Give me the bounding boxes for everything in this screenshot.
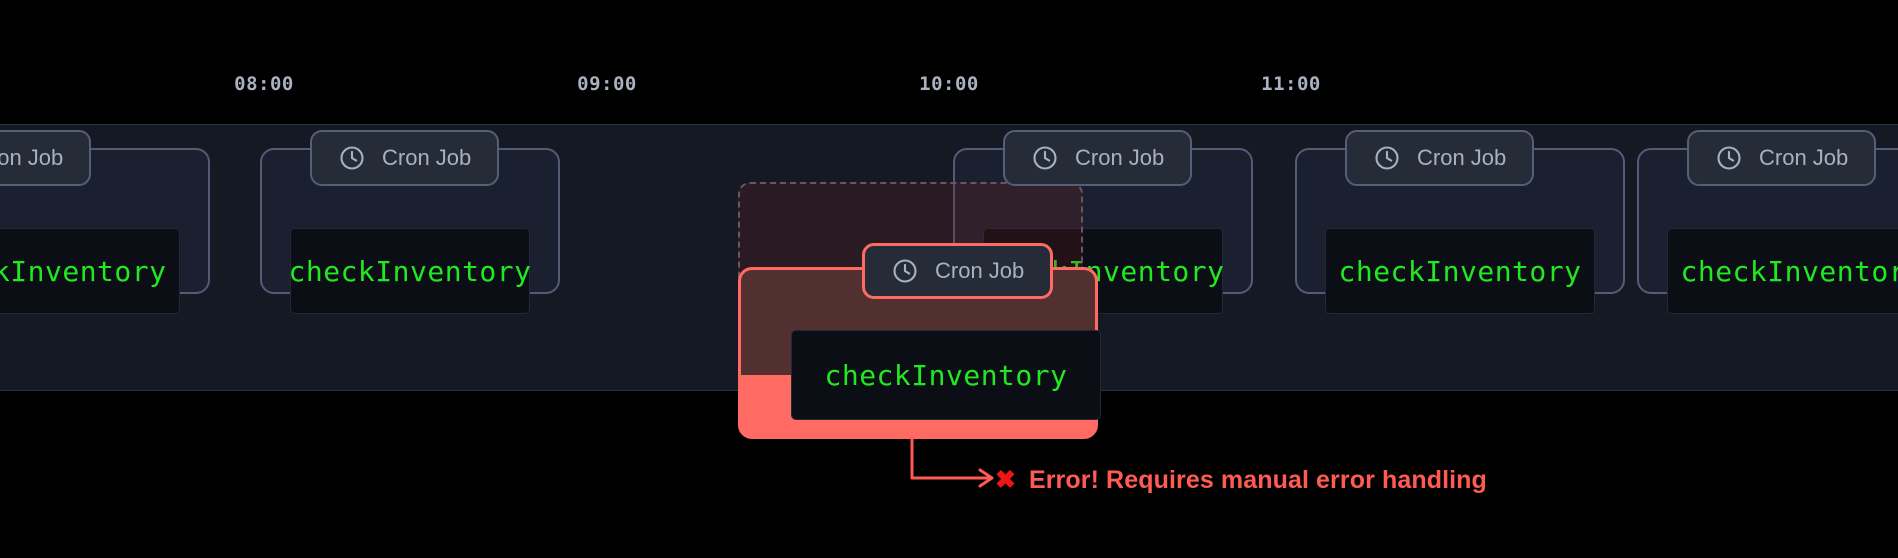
time-tick-1000: 10:00 bbox=[919, 73, 979, 95]
cron-job-badge-label: Cron Job bbox=[1417, 145, 1507, 170]
function-code-box: checkInventory bbox=[1325, 228, 1595, 314]
cron-job-badge[interactable]: Cron Job bbox=[1687, 130, 1877, 186]
cron-job-badge-label: Cron Job bbox=[1759, 145, 1849, 170]
cron-job-badge[interactable]: Cron Job bbox=[862, 243, 1054, 299]
function-code-box: checkInventory bbox=[791, 330, 1101, 420]
error-x-icon: ✖ bbox=[995, 466, 1016, 494]
cron-job-badge[interactable]: Cron Job bbox=[1003, 130, 1193, 186]
time-tick-0900: 09:00 bbox=[577, 73, 637, 95]
clock-icon bbox=[338, 144, 366, 172]
cron-job-badge-label: Cron Job bbox=[0, 145, 64, 170]
clock-icon bbox=[1715, 144, 1743, 172]
cron-job-badge-label: Cron Job bbox=[1075, 145, 1165, 170]
function-name: checkInventory bbox=[824, 358, 1068, 392]
function-code-box: checkInventory bbox=[1667, 228, 1898, 314]
function-name: checkInventory bbox=[0, 254, 167, 288]
cron-job-badge[interactable]: Cron Job bbox=[310, 130, 500, 186]
cron-job-badge[interactable]: Cron Job bbox=[0, 130, 92, 186]
error-message: Error! Requires manual error handling bbox=[1028, 466, 1487, 494]
cron-job-card[interactable]: checkInventory bbox=[1637, 148, 1898, 314]
cron-job-badge[interactable]: Cron Job bbox=[1345, 130, 1535, 186]
cron-job-badge-label: Cron Job bbox=[382, 145, 472, 170]
time-ruler: 08:00 09:00 10:00 11:00 bbox=[0, 0, 1898, 124]
function-code-box: checkInventory bbox=[0, 228, 180, 314]
error-callout: ✖ Error! Requires manual error handling bbox=[995, 466, 1487, 495]
time-tick-1100: 11:00 bbox=[1261, 73, 1321, 95]
function-name: checkInventory bbox=[1680, 254, 1898, 288]
function-name: checkInventory bbox=[288, 254, 532, 288]
function-name: checkInventory bbox=[1338, 254, 1582, 288]
time-tick-0800: 08:00 bbox=[234, 73, 294, 95]
cron-job-badge-label: Cron Job bbox=[935, 258, 1025, 283]
clock-icon bbox=[891, 257, 919, 285]
function-code-box: checkInventory bbox=[288, 228, 532, 314]
cron-job-card[interactable]: checkInventory bbox=[0, 148, 210, 314]
clock-icon bbox=[1031, 144, 1059, 172]
error-callout-arrow bbox=[900, 432, 1040, 492]
clock-icon bbox=[1373, 144, 1401, 172]
